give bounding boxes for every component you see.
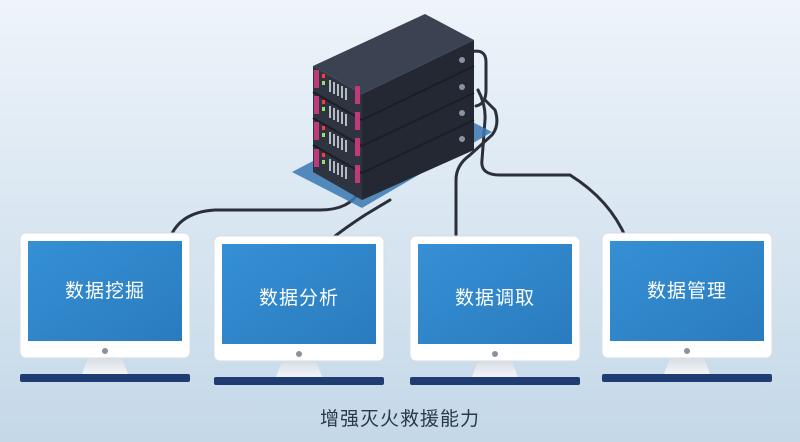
server-knobs [459,57,465,142]
monitor-1 [19,232,191,382]
monitor-screen [28,241,182,341]
monitor-power-dot [296,351,302,357]
monitor-stand-neck [82,358,128,374]
monitor-screen [222,244,376,344]
cable-to-monitor-4 [476,88,628,240]
server-top [313,14,474,94]
monitor-stand-neck [664,358,710,374]
monitor-stand-base [602,374,772,382]
monitor-4 [601,232,773,382]
server-led-red [322,74,325,157]
monitor-3 [409,235,581,385]
monitor-screen [610,241,764,341]
cable-to-monitor-3 [454,98,499,242]
monitor-screen [418,244,572,344]
monitor-4-label: 数据管理 [646,280,727,302]
monitor-power-dot [492,351,498,357]
server-vents [329,80,347,179]
monitor-1-label: 数据挖掘 [64,280,145,302]
monitor-stand-neck [472,361,518,377]
server-rack-icon [292,14,492,208]
monitor-2 [213,235,385,385]
monitor-stand-base [214,377,384,385]
monitor-power-dot [102,348,108,354]
monitor-3-label: 数据调取 [454,287,535,309]
monitor-stand-base [20,374,190,382]
server-front-handles [314,70,360,183]
server-led-green [322,81,325,164]
monitor-stand-neck [276,361,322,377]
monitor-power-dot [684,348,690,354]
monitor-stand-base [410,377,580,385]
cable-server-loop [468,49,488,108]
caption: 增强灭火救援能力 [319,408,480,430]
monitor-2-label: 数据分析 [258,287,339,309]
